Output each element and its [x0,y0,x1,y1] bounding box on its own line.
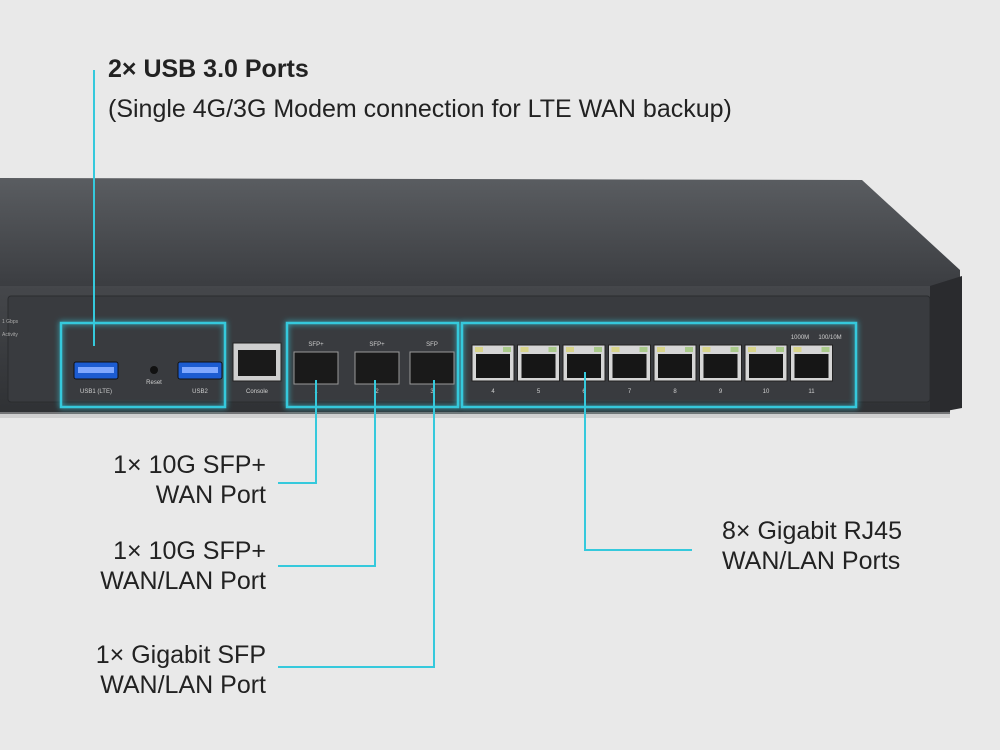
rj45-port-number-9: 9 [719,389,723,395]
sfp2-number: 2 [375,389,379,395]
chassis-side [930,276,962,414]
usb-ports-subtitle: (Single 4G/3G Modem connection for LTE W… [108,95,732,123]
rj45-port-7: 7 [608,344,651,395]
rj45-led-6-b [594,347,602,352]
sfp1-leader-line [278,380,317,484]
rj45-line2: WAN/LAN Ports [722,547,901,575]
rj45-led-5-b [548,347,557,352]
rj45-led-6-a [566,347,574,352]
rj45-led-10-b [776,347,784,352]
sfp-wan-line1: 1× 10G SFP+ [113,451,266,479]
rj45-led-8-b [685,347,693,352]
chassis-shadow [0,412,950,418]
rj45-port-number-7: 7 [628,389,632,395]
sfp-gigabit-line2: WAN/LAN Port [100,671,266,699]
rj45-led-5-a [520,347,529,352]
rj45-led-4-b [503,347,511,352]
sfp3-number: 3 [430,389,434,395]
rj45-port-10: 10 [744,344,788,395]
reset-label: Reset [146,380,162,386]
chassis-top [0,178,960,290]
rj45-legend-1000m: 1000M [791,335,809,341]
rj45-port-8: 8 [653,344,697,395]
rj45-port-4: 4 [471,344,515,395]
console-label: Console [246,389,269,395]
rj45-led-10-a [748,347,756,352]
reset-button [150,366,158,374]
rj45-port-number-11: 11 [808,389,815,395]
sfp-wan-line2: WAN Port [155,481,266,509]
sfp-wanlan-line1: 1× 10G SFP+ [113,537,266,565]
rj45-legend-10010m: 100/10M [818,335,841,341]
sfp-highlight-box [285,321,460,409]
sfp-gigabit-line1: 1× Gigabit SFP [95,641,266,669]
sfp-wan-callout: 1× 10G SFP+ WAN Port [113,450,266,510]
usb-highlight-box [59,321,227,409]
rj45-led-11-a [793,347,802,352]
rj45-led-8-a [657,347,665,352]
led-label-gbps: 1 Gbps [2,319,19,325]
usb-ports-title: 2× USB 3.0 Ports [108,55,309,83]
sfp-gigabit-callout: 1× Gigabit SFP WAN/LAN Port [96,640,266,700]
sfp2-label: SFP+ [369,342,385,348]
usb2-label: USB2 [192,389,208,395]
rj45-port-number-10: 10 [763,389,770,395]
rj45-port-11: 11 [790,344,833,395]
sfp3-leader-line [278,380,435,668]
sfp2-leader-line [278,380,376,567]
rj45-line1: 8× Gigabit RJ45 [722,517,902,545]
rj45-led-11-b [821,347,830,352]
rj45-callout: 8× Gigabit RJ45 WAN/LAN Ports [722,516,902,576]
sfp-ports [293,351,455,385]
sfp-wanlan-callout: 1× 10G SFP+ WAN/LAN Port [100,536,266,596]
led-label-activity: Activity [2,332,18,338]
callout-lines [93,70,692,668]
usb1-label: USB1 (LTE) [80,389,112,395]
rj45-port-number-5: 5 [537,389,541,395]
rj45-led-7-a [611,347,620,352]
rj45-led-9-a [702,347,711,352]
sfp3-label: SFP [426,342,438,348]
rj45-port-5: 5 [517,344,560,395]
rj45-led-9-b [730,347,739,352]
rj45-port-9: 9 [699,344,742,395]
rj45-port-number-4: 4 [491,389,495,395]
rj45-leader-line [584,372,692,551]
sfp1-label: SFP+ [308,342,324,348]
rj45-led-7-b [639,347,648,352]
rj45-led-4-a [475,347,483,352]
rj45-port-number-8: 8 [673,389,677,395]
sfp-wanlan-line2: WAN/LAN Port [100,567,266,595]
rj45-highlight-box [460,321,858,409]
